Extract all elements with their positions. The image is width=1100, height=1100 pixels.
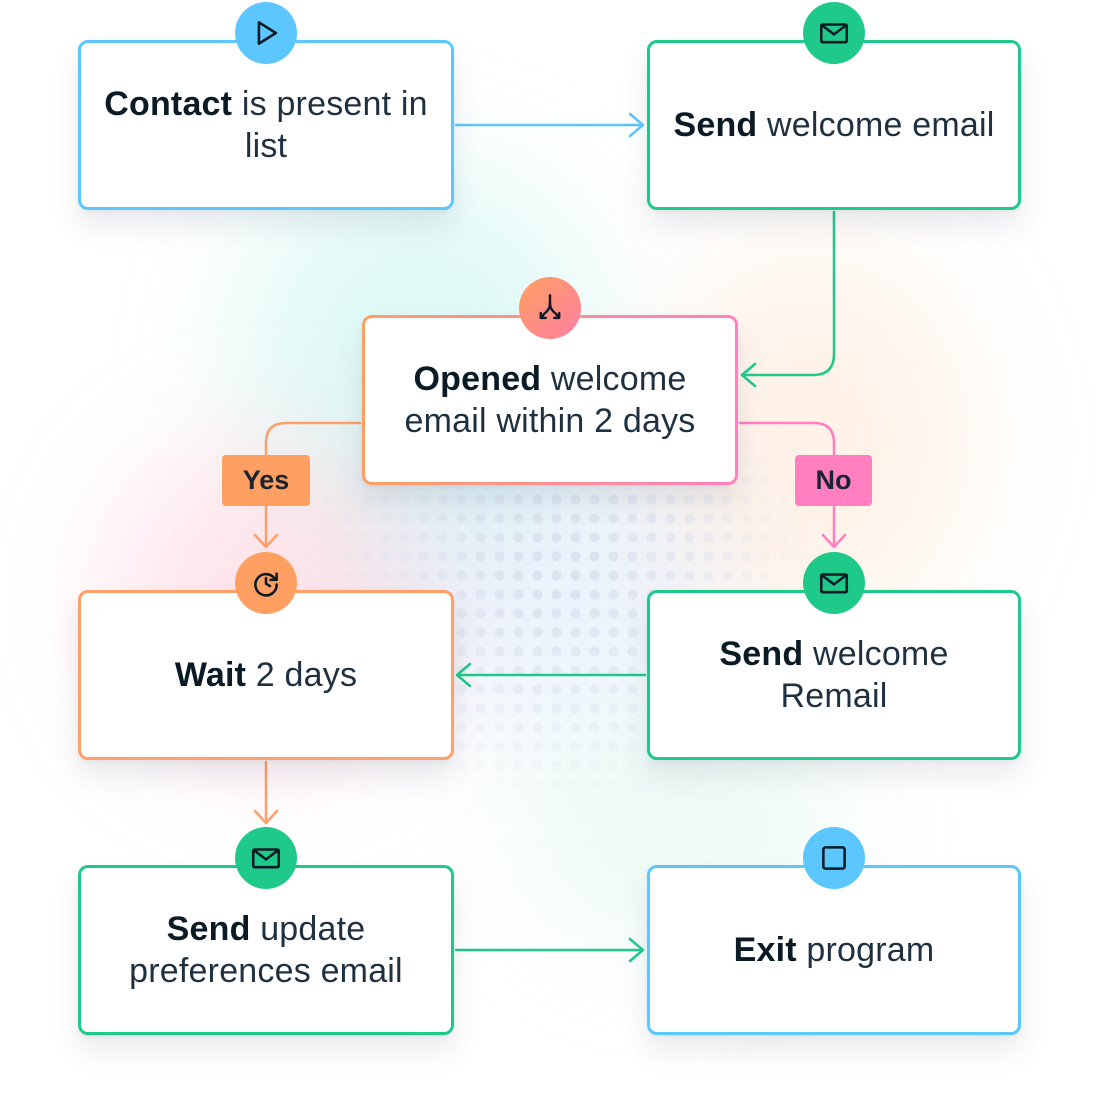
- mail-icon: [803, 2, 865, 64]
- branch-yes-label: Yes: [222, 455, 310, 506]
- node-contact-present-text: Contact is present in list: [81, 83, 451, 167]
- node-send-update-preferences-bold: Send: [166, 910, 251, 948]
- node-send-welcome-remail-bold: Send: [719, 635, 804, 673]
- node-exit-program-text: Exit program: [714, 929, 955, 971]
- node-send-update-preferences-rest: update preferences email: [129, 910, 403, 990]
- connector-opened-to-wait-yes: [253, 421, 362, 549]
- node-wait-2-days[interactable]: Wait 2 days: [78, 590, 454, 760]
- node-send-welcome-email[interactable]: Send welcome email: [647, 40, 1021, 210]
- node-opened-welcome-email-text: Opened welcome email within 2 days: [365, 358, 735, 442]
- node-wait-2-days-rest: 2 days: [246, 656, 358, 694]
- connector-opened-to-remail-no: [738, 421, 847, 549]
- node-send-welcome-email-text: Send welcome email: [653, 104, 1014, 146]
- node-send-update-preferences-text: Send update preferences email: [81, 908, 451, 992]
- node-wait-2-days-bold: Wait: [174, 656, 247, 694]
- connector-send-update-to-exit: [454, 937, 645, 963]
- play-icon: [235, 2, 297, 64]
- node-opened-welcome-email-bold: Opened: [413, 360, 542, 398]
- connector-contact-to-send-welcome: [454, 112, 645, 138]
- node-exit-program-rest: program: [796, 931, 935, 969]
- node-send-welcome-email-bold: Send: [673, 106, 758, 144]
- split-branch-icon: [519, 277, 581, 339]
- node-exit-program-bold: Exit: [733, 931, 797, 969]
- node-opened-welcome-email[interactable]: Opened welcome email within 2 days: [362, 315, 738, 485]
- connector-send-welcome-to-opened: [740, 210, 836, 388]
- node-send-welcome-email-rest: welcome email: [757, 106, 995, 144]
- node-send-welcome-remail[interactable]: Send welcome Remail: [647, 590, 1021, 760]
- branch-no-label: No: [795, 455, 872, 506]
- clock-timer-icon: [235, 552, 297, 614]
- node-contact-present[interactable]: Contact is present in list: [78, 40, 454, 210]
- mail-icon: [803, 552, 865, 614]
- connector-remail-to-wait: [455, 662, 647, 688]
- node-exit-program[interactable]: Exit program: [647, 865, 1021, 1035]
- stop-square-icon: [803, 827, 865, 889]
- connector-wait-to-send-update: [253, 760, 279, 825]
- node-send-update-preferences[interactable]: Send update preferences email: [78, 865, 454, 1035]
- mail-icon: [235, 827, 297, 889]
- node-send-welcome-remail-rest: welcome Remail: [780, 635, 949, 715]
- node-contact-present-rest: is present in list: [232, 85, 428, 165]
- node-contact-present-bold: Contact: [104, 85, 233, 123]
- node-send-welcome-remail-text: Send welcome Remail: [650, 633, 1018, 717]
- node-opened-welcome-email-rest: welcome email within 2 days: [404, 360, 696, 440]
- node-wait-2-days-text: Wait 2 days: [155, 654, 377, 696]
